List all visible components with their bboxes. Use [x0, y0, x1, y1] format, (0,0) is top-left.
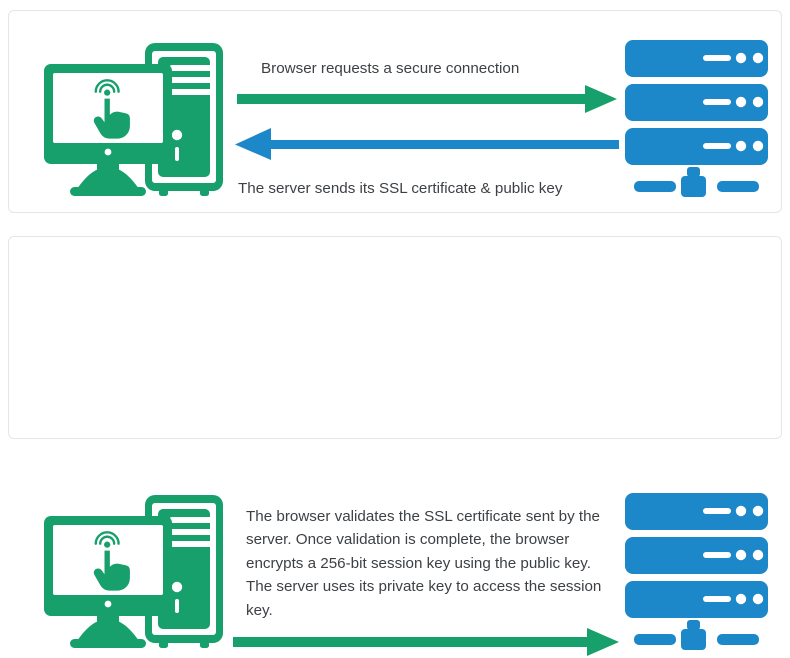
panel-handshake-request: Browser requests a secure connection The…	[8, 10, 782, 213]
client-computer-icon	[37, 31, 223, 199]
diagram-page: Browser requests a secure connection The…	[8, 10, 782, 656]
server-response-label: The server sends its SSL certificate & p…	[238, 180, 563, 197]
server-response-arrow	[233, 126, 619, 162]
client-computer-icon	[37, 483, 223, 651]
browser-request-arrow	[237, 83, 617, 115]
session-key-arrow	[233, 626, 619, 658]
server-rack-icon	[619, 36, 774, 201]
validation-paragraph: The browser validates the SSL certificat…	[246, 508, 602, 619]
browser-request-label: Browser requests a secure connection	[261, 60, 520, 77]
panel-certificate-validation: The browser validates the SSL certificat…	[8, 236, 782, 656]
server-rack-icon	[619, 489, 774, 654]
